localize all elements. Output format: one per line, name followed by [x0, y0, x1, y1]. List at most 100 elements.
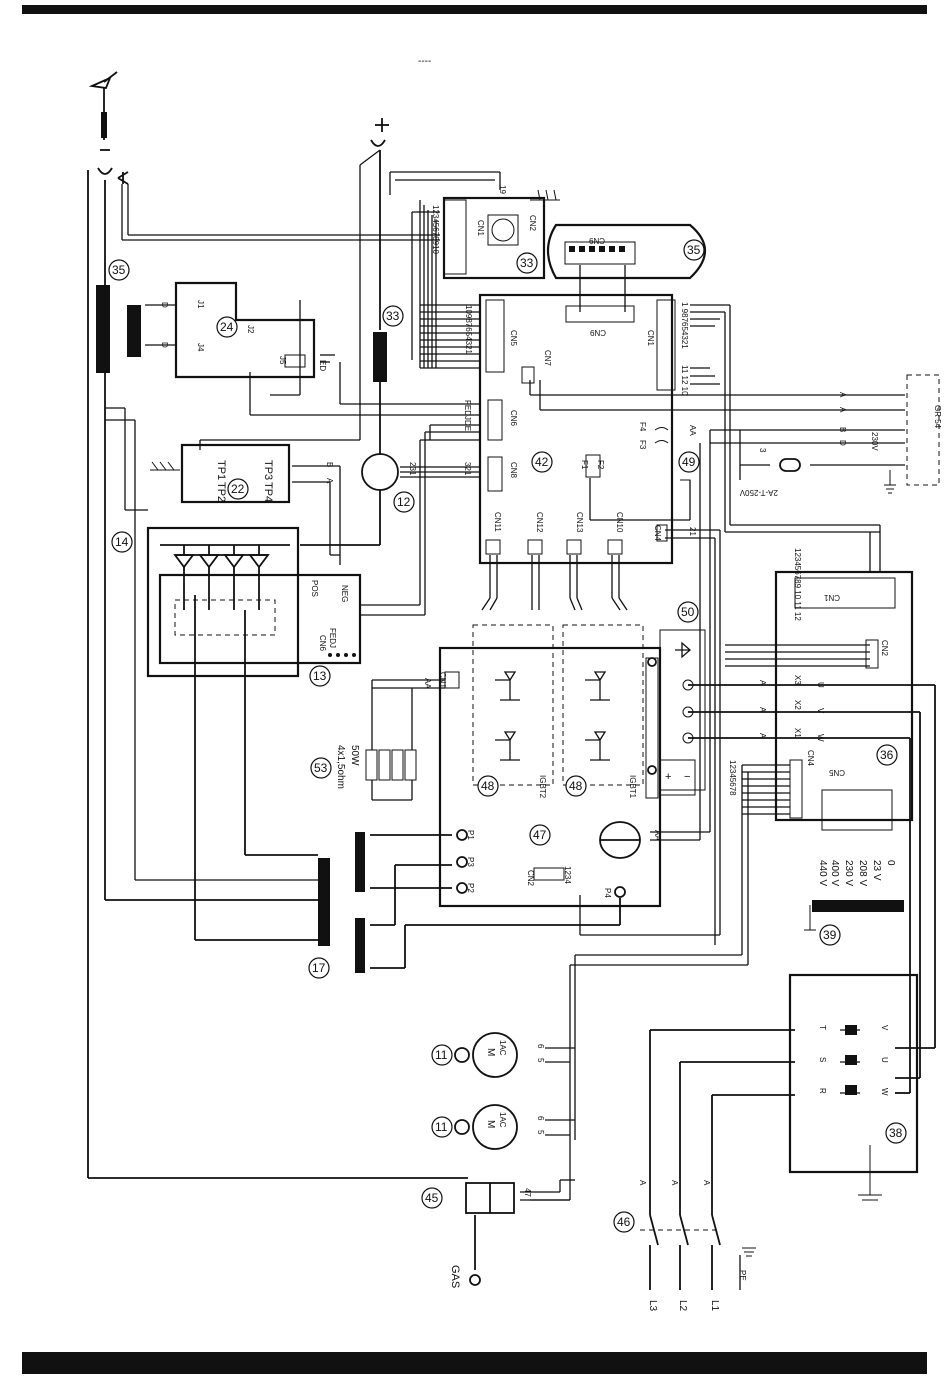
wire-b-1: B [838, 427, 847, 432]
label-cn6-42-pins: FEDJDE [463, 400, 472, 431]
svg-text:11: 11 [435, 1048, 448, 1062]
phase-terminals: X3 X2 X1 U V W [682, 675, 825, 744]
remote-connector-symbol [117, 171, 129, 185]
svg-text:13: 13 [313, 669, 327, 683]
label-resistor-spec: 4x1,5ohm [335, 745, 346, 789]
label-cn5: CN5 [509, 330, 518, 347]
label-cn4-36: CN4 [806, 750, 815, 767]
label-f4: F4 [638, 422, 647, 432]
label-p2: P2 [466, 883, 475, 893]
label-d2: D [160, 342, 169, 348]
label-igbt1: IGBT1 [628, 775, 637, 799]
wire-a-2: A [838, 407, 847, 413]
choke-19 [96, 285, 110, 373]
label-neg: NEG [340, 585, 349, 602]
wire-aa-2: AA [423, 678, 432, 689]
wire-a-tp: A [325, 478, 334, 484]
header-mark: ---- [418, 56, 431, 67]
label-cn8-numbers: 321 [463, 462, 472, 476]
label-r38: R [818, 1088, 827, 1094]
badge-42: 42 [531, 451, 553, 473]
label-v: V [816, 708, 825, 714]
svg-text:33: 33 [386, 309, 400, 323]
wire-a-l3: A [638, 1180, 647, 1186]
output-board-36: CN1 123456789 10 11 12 CN2 CN4 12345678 … [682, 548, 914, 831]
diode-row [160, 544, 290, 610]
svg-text:38: 38 [889, 1126, 903, 1140]
label-motor1-pin6: 6 [536, 1044, 545, 1049]
label-x3: X3 [793, 675, 802, 685]
svg-text:49: 49 [682, 455, 696, 469]
label-cn7: CN7 [543, 350, 552, 367]
label-l2: L2 [677, 1300, 688, 1312]
hf-board-24: D D J1 J4 J2 J5 ED [127, 281, 327, 379]
badge-46: 46 [613, 1211, 635, 1233]
control-transformer-39: 440 V 400 V 230 V 208 V 23 V 0 [804, 860, 904, 931]
svg-text:45: 45 [425, 1191, 439, 1205]
label-t38: T [818, 1025, 827, 1030]
label-cn9-42: CN9 [589, 328, 606, 337]
label-cn1-33: CN1 [476, 220, 485, 237]
plus-symbol: + [665, 771, 671, 783]
label-u: U [816, 682, 825, 688]
rectifier-board-13: POS NEG CN6 FEDJ [146, 526, 362, 678]
svg-text:50: 50 [681, 605, 695, 619]
label-valve-pins: 47 [523, 1188, 532, 1197]
label-cn2-33: CN2 [528, 215, 537, 232]
label-cn6-13: CN6 [318, 635, 327, 652]
positive-terminal-symbol [370, 118, 389, 147]
svg-text:39: 39 [823, 928, 837, 942]
svg-text:53: 53 [314, 761, 328, 775]
inverter-board-47: CN1 CN2 1234 P1 P3 P2 P4 + − [438, 646, 696, 908]
badge-48a: 48 [477, 775, 499, 797]
wire-a-l2: A [670, 1180, 679, 1186]
label-motor2-m: M [485, 1120, 496, 1128]
transformer-17 [318, 832, 365, 973]
label-cn12: CN12 [535, 512, 544, 533]
voltage-tap-list: 440 V 400 V 230 V 208 V 23 V 0 [817, 860, 896, 886]
resistor-bank-53: 4x1,5ohm 50W [335, 745, 417, 789]
label-cn5-pins: 10987654321 [464, 305, 473, 354]
connector-board-33: CN1 CN2 12345678910 19 [431, 185, 560, 280]
svg-text:48: 48 [569, 779, 583, 793]
svg-text:46: 46 [617, 1215, 631, 1229]
label-v38: V [880, 1025, 889, 1031]
label-cn8: CN8 [509, 462, 518, 479]
label-ed: ED [318, 360, 327, 371]
badge-17: 17 [308, 957, 330, 979]
svg-text:14: 14 [115, 535, 129, 549]
badge-39: 39 [819, 924, 841, 946]
input-transformer-38: T S R V U W [788, 973, 919, 1201]
badge-38: 38 [885, 1122, 907, 1144]
badge-35: 35 [683, 239, 705, 261]
torch-symbol [88, 71, 118, 140]
label-cn1-42: CN1 [646, 330, 655, 347]
badge-11a: 11 [431, 1044, 453, 1066]
label-pin-19: 19 [498, 185, 507, 194]
label-cn5-36: CN5 [828, 768, 845, 777]
label-cn13: CN13 [575, 512, 584, 533]
badge-14: 14 [111, 531, 133, 553]
badge-36: 36 [876, 744, 898, 766]
wire-a-x1: A [758, 733, 767, 739]
wire-letters: A A B D AA AA AA 21 B A A A A A A A [325, 392, 847, 1186]
fuse-external: 2A-T-250V 3 [739, 448, 801, 497]
tp-board-22: TP1 TP2 TP3 TP4 [150, 443, 291, 504]
label-tp3: TP3 [262, 460, 274, 480]
label-pe: PE [738, 1270, 747, 1281]
label-motor1-pin5: 5 [536, 1058, 545, 1063]
badge-22: 22 [227, 478, 249, 500]
label-p1: P1 [466, 830, 475, 840]
label-cn1-33-pins: 12345678910 [431, 205, 440, 254]
label-motor1-ac: 1AC [498, 1040, 507, 1056]
label-l1: L1 [709, 1300, 720, 1312]
label-w: W [816, 734, 825, 742]
choke-18 [373, 332, 387, 382]
badge-53: 53 [310, 757, 332, 779]
badge-12: 12 [393, 491, 415, 513]
current-sensor-12: 231 321 [361, 453, 472, 491]
label-cn10: CN10 [615, 512, 624, 533]
wire-a-1: A [838, 392, 847, 398]
label-x2: X2 [793, 700, 802, 710]
label-motor2-pin5: 5 [536, 1130, 545, 1135]
